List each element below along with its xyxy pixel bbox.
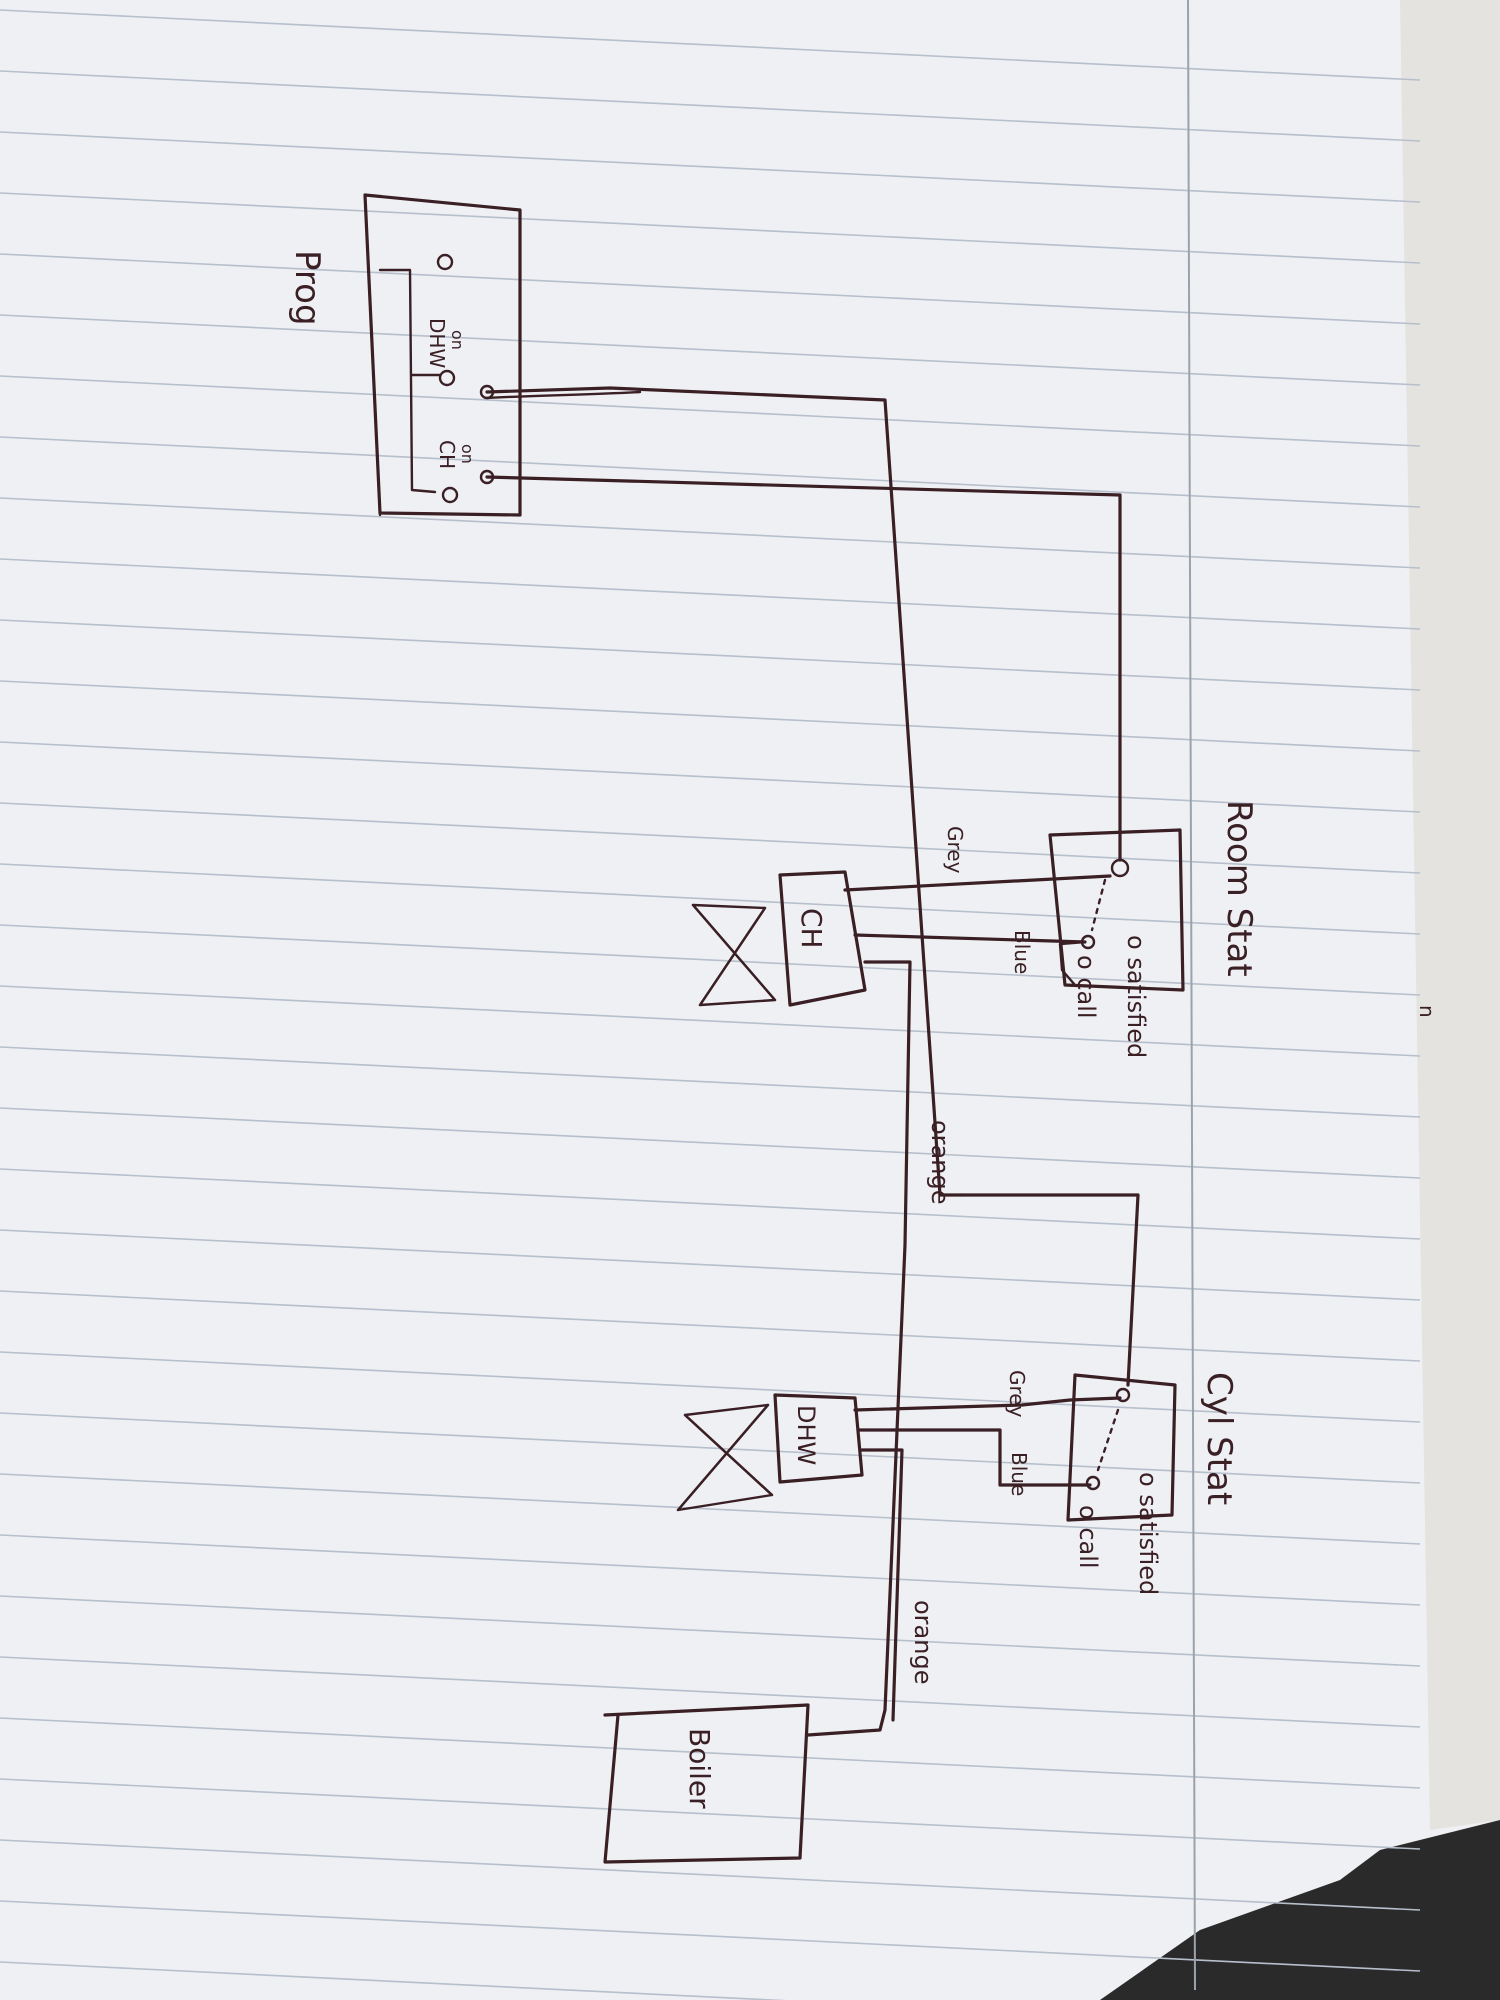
rule-line — [0, 1778, 1421, 1850]
rule-line — [0, 802, 1421, 874]
ch-on-label: CH — [435, 440, 459, 469]
room-stat-label: Room Stat — [1219, 800, 1259, 977]
cyl-stat: Cyl Stat o satisfied o call — [1066, 1372, 1239, 1595]
rule-line — [0, 1046, 1421, 1118]
rule-line — [0, 1229, 1421, 1301]
rule-line — [0, 558, 1421, 630]
rule-line — [0, 1595, 1421, 1667]
room-satisfied-label: o satisfied — [1122, 935, 1150, 1058]
margin-line — [1187, 0, 1196, 1991]
rule-line — [0, 741, 1421, 813]
dhw-on-sub: on — [448, 330, 467, 350]
rule-line — [0, 314, 1421, 386]
ch-on-sub: on — [458, 444, 477, 464]
ruled-lines — [0, 9, 1421, 2000]
orange-label-1: orange — [926, 1120, 954, 1204]
cyl-satisfied-label: o satisfied — [1134, 1472, 1162, 1595]
boiler: Boiler — [603, 1703, 810, 1864]
rule-line — [0, 436, 1421, 508]
rule-line — [0, 1839, 1421, 1911]
cyl-stat-label: Cyl Stat — [1199, 1372, 1239, 1505]
prog-label: Prog — [287, 250, 327, 326]
rule-line — [0, 497, 1421, 569]
room-stat: Room Stat o satisfied o call — [1048, 800, 1259, 1058]
dhw-valve: DHW — [676, 1393, 864, 1512]
rule-line — [0, 1961, 788, 2000]
rule-line — [0, 863, 1421, 935]
room-call-label: o call — [1072, 955, 1100, 1019]
rule-line — [0, 985, 1421, 1057]
rule-line — [0, 9, 1421, 81]
rule-line — [0, 1534, 1421, 1606]
dhw-valve-label: DHW — [792, 1405, 820, 1465]
rule-line — [0, 1656, 1421, 1728]
rule-line — [0, 1473, 1421, 1545]
rule-line — [0, 1412, 1421, 1484]
margin-note: n — [1415, 1005, 1439, 1018]
programmer: Prog DHW on CH on — [287, 193, 522, 517]
wires — [485, 386, 1140, 1737]
rule-line — [0, 131, 1421, 203]
rule-line — [0, 1900, 1421, 1972]
rule-line — [0, 1351, 1421, 1423]
grey-label-cyl: Grey — [1005, 1370, 1029, 1418]
rule-line — [0, 375, 1421, 447]
blue-label-cyl: Blue — [1007, 1452, 1031, 1496]
blue-label-room: Blue — [1010, 930, 1034, 974]
rule-line — [0, 619, 1421, 691]
boiler-label: Boiler — [683, 1728, 716, 1809]
rule-line — [0, 1107, 1421, 1179]
dhw-on-label: DHW — [425, 318, 449, 368]
rule-line — [0, 1168, 1421, 1240]
orange-label-2: orange — [909, 1600, 937, 1684]
ch-valve-label: CH — [795, 908, 828, 949]
rule-line — [0, 192, 1421, 264]
rule-line — [0, 680, 1421, 752]
rule-line — [0, 253, 1421, 325]
rule-line — [0, 1717, 1421, 1789]
cyl-call-label: o call — [1074, 1505, 1102, 1569]
rule-line — [0, 70, 1421, 142]
grey-label-room: Grey — [943, 826, 967, 874]
ch-valve: CH — [691, 870, 867, 1007]
rule-line — [0, 1290, 1421, 1362]
